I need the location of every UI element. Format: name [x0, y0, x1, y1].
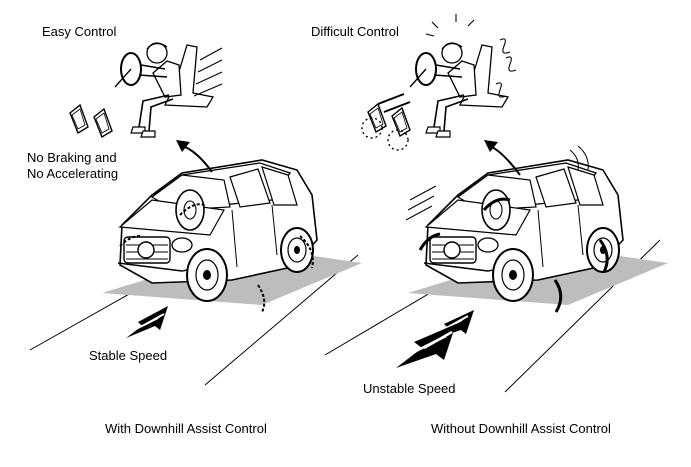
pedals-icon: [367, 103, 411, 137]
stable-speed-arrow-icon: [126, 306, 168, 338]
no-braking-line-1: No Braking and: [27, 150, 117, 165]
with-dac-caption: With Downhill Assist Control: [105, 421, 267, 436]
stable-speed-label: Stable Speed: [89, 348, 168, 363]
stress-marks-icon: [425, 14, 517, 98]
no-braking-line-2: No Accelerating: [27, 166, 119, 181]
road-edge-right: [204, 254, 359, 386]
left-panel-with-dac: [29, 42, 363, 386]
wheel-rotation-arrow-icon: [553, 279, 563, 313]
shake-lines-icon: [405, 145, 589, 221]
pedal-motion-arrows-icon: [361, 93, 411, 151]
pedals-icon: [69, 104, 113, 138]
calm-driver-icon: [114, 42, 214, 138]
arrow-head-icon: [176, 140, 190, 152]
wheel-rotation-arrow-icon: [257, 284, 266, 313]
unstable-speed-label: Unstable Speed: [363, 381, 456, 396]
motion-lines-icon: [193, 47, 223, 97]
difficult-control-label: Difficult Control: [311, 24, 399, 39]
wheel-rotation-arrow-icon: [482, 197, 511, 212]
wheel-rotation-arrow-icon: [418, 232, 441, 251]
stressed-driver-icon: [409, 42, 509, 138]
easy-control-label: Easy Control: [42, 24, 117, 39]
right-panel-without-dac: [324, 14, 669, 393]
wheel-rotation-arrow-icon: [179, 203, 207, 216]
no-braking-label: No Braking and No Accelerating: [27, 150, 118, 182]
arrow-head-icon: [484, 140, 498, 152]
suv-car-icon: [407, 159, 669, 306]
wheel-rotation-arrow-icon: [598, 239, 609, 273]
without-dac-caption: Without Downhill Assist Control: [431, 421, 611, 436]
suv-car-icon: [101, 159, 363, 306]
unstable-speed-arrow-icon: [396, 310, 474, 368]
wheel-rotation-arrow-icon: [119, 235, 141, 247]
